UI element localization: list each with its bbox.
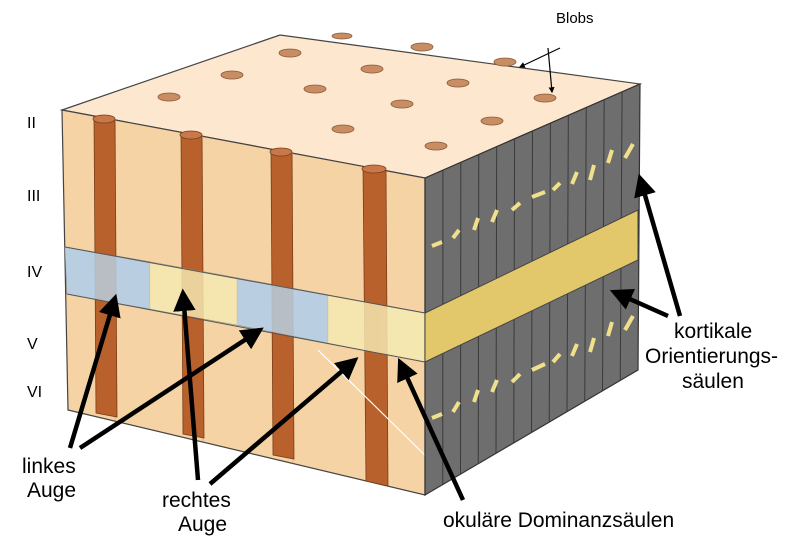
orientation-dash	[451, 400, 461, 414]
orientation-dash	[431, 240, 443, 248]
orientation-dash	[606, 149, 614, 164]
blobs-label: Blobs	[556, 10, 594, 27]
orientation-dash	[472, 389, 480, 403]
layer-label-III: III	[27, 188, 40, 205]
blob	[157, 92, 181, 102]
orientation-dash	[570, 171, 579, 185]
blob	[390, 99, 414, 109]
orientation-dash	[510, 201, 522, 212]
blob	[331, 124, 355, 134]
orientation-dash	[531, 190, 546, 199]
orientation-dash	[570, 343, 579, 357]
layer-label-VI: VI	[27, 384, 42, 401]
layer-label-V: V	[27, 336, 38, 353]
orientation-dash	[606, 321, 614, 337]
orientation-dash	[623, 315, 635, 331]
blob	[303, 84, 327, 94]
blob	[480, 116, 504, 126]
layer-label-II: II	[27, 115, 36, 132]
blob	[220, 70, 244, 80]
orientation-dashes	[431, 143, 635, 420]
orientation-dash	[623, 143, 635, 159]
side-band	[424, 209, 639, 363]
orientation-dash	[431, 412, 443, 420]
orientation-dash	[490, 209, 499, 223]
orientation-dash	[451, 228, 461, 240]
left-eye-label: linkes Auge	[22, 455, 82, 502]
arrows	[67, 47, 683, 501]
orientation-dash	[588, 337, 596, 353]
column-tops	[92, 114, 387, 174]
blob	[410, 42, 434, 52]
blob	[493, 57, 517, 67]
dominance-columns-label: okuläre Dominanzsäulen	[443, 509, 674, 532]
blob	[278, 48, 302, 58]
blob	[446, 78, 470, 88]
blob	[533, 93, 557, 103]
orientation-dash	[551, 181, 562, 192]
orientation-dash	[531, 362, 546, 372]
right-eye-label: rechtes Auge	[162, 489, 237, 536]
blob	[424, 141, 448, 151]
blob	[331, 32, 353, 40]
orientation-dash	[490, 379, 499, 393]
orientation-dash	[551, 352, 562, 364]
orientation-dash	[588, 164, 596, 181]
layer-label-IV: IV	[27, 264, 42, 281]
orientation-dash	[472, 217, 480, 231]
blob	[360, 64, 384, 74]
orientation-columns-label: kortikale Orientierungs- säulen	[645, 320, 784, 393]
orientation-dash	[510, 372, 522, 384]
blobs	[157, 32, 557, 151]
